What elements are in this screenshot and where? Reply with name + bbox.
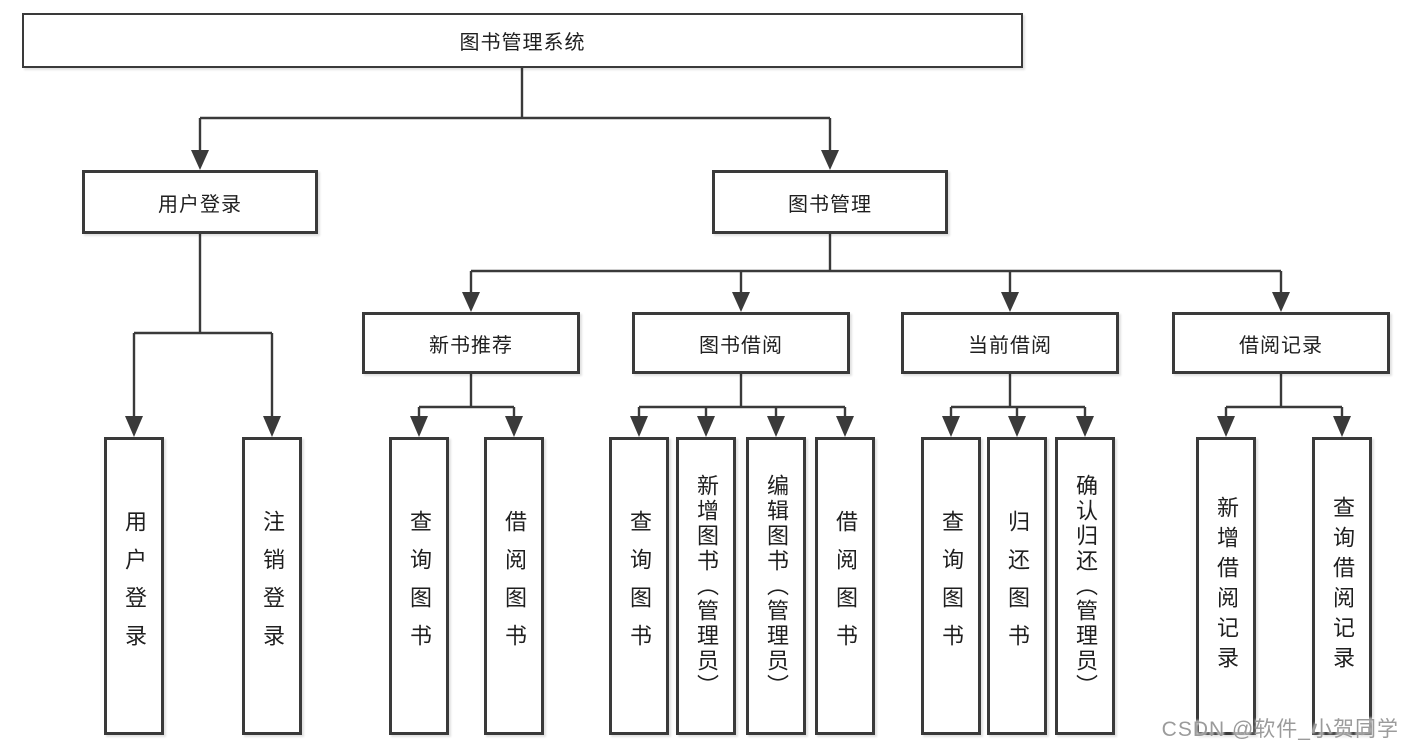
- arrowhead: [505, 416, 523, 437]
- node-label: 编辑图书（管理员）: [764, 473, 789, 699]
- node-label: 查询图书: [627, 510, 652, 662]
- arrowhead: [125, 416, 143, 437]
- arrowhead: [1217, 416, 1235, 437]
- node-library-management-system: 图书管理系统: [22, 13, 1023, 68]
- node-query-books-current: 查询图书: [921, 437, 981, 735]
- arrowhead: [1333, 416, 1351, 437]
- arrowhead: [462, 292, 480, 312]
- node-query-books-borrowing: 查询图书: [609, 437, 669, 735]
- node-add-books-admin: 新增图书（管理员）: [676, 437, 736, 735]
- node-label: 当前借阅: [968, 334, 1052, 357]
- node-label: 查询图书: [407, 510, 432, 662]
- arrowhead: [1076, 416, 1094, 437]
- edge-group: [125, 68, 1351, 437]
- node-label: 借阅图书: [502, 510, 527, 662]
- node-label: 新书推荐: [429, 334, 513, 357]
- node-label: 新增图书（管理员）: [694, 473, 719, 699]
- node-user-login-action: 用户登录: [104, 437, 164, 735]
- arrowhead: [732, 292, 750, 312]
- edge-current-borrow-children: [949, 374, 1087, 420]
- arrowhead: [263, 416, 281, 437]
- arrowhead: [630, 416, 648, 437]
- node-label: 用户登录: [122, 510, 147, 662]
- node-query-books-recommend: 查询图书: [389, 437, 449, 735]
- node-label: 借阅记录: [1239, 334, 1323, 357]
- arrowhead: [410, 416, 428, 437]
- arrowhead: [697, 416, 715, 437]
- node-label: 图书借阅: [699, 334, 783, 357]
- node-borrow-books-recommend: 借阅图书: [484, 437, 544, 735]
- arrowhead: [191, 150, 209, 170]
- node-confirm-return-admin: 确认归还（管理员）: [1055, 437, 1115, 735]
- edge-new-book-children: [417, 374, 516, 420]
- csdn-watermark: CSDN @软件_小贺同学: [1161, 718, 1399, 741]
- node-book-borrowing: 图书借阅: [632, 312, 850, 374]
- node-borrowing-records: 借阅记录: [1172, 312, 1390, 374]
- edge-borrow-records-children: [1224, 374, 1344, 420]
- node-label: 查询借阅记录: [1330, 496, 1355, 676]
- node-add-borrow-record: 新增借阅记录: [1196, 437, 1256, 735]
- node-label: 确认归还（管理员）: [1073, 473, 1098, 699]
- node-label: 图书管理: [788, 193, 872, 216]
- arrowhead: [1008, 416, 1026, 437]
- arrowhead: [836, 416, 854, 437]
- node-label: 查询图书: [939, 510, 964, 662]
- node-label: 新增借阅记录: [1214, 496, 1239, 676]
- node-current-borrowing: 当前借阅: [901, 312, 1119, 374]
- node-borrow-books-borrowing: 借阅图书: [815, 437, 875, 735]
- node-edit-books-admin: 编辑图书（管理员）: [746, 437, 806, 735]
- node-label: 注销登录: [260, 510, 285, 662]
- node-label: 用户登录: [158, 193, 242, 216]
- node-label: 借阅图书: [833, 510, 858, 662]
- arrowhead: [821, 150, 839, 170]
- arrowhead: [767, 416, 785, 437]
- node-new-book-recommendation: 新书推荐: [362, 312, 580, 374]
- node-label: 图书管理系统: [459, 32, 586, 54]
- edge-root-to-level2: [198, 68, 832, 152]
- node-book-management: 图书管理: [712, 170, 948, 234]
- edge-book-management-children: [469, 234, 1283, 296]
- arrowhead: [1272, 292, 1290, 312]
- node-user-login: 用户登录: [82, 170, 318, 234]
- node-query-borrow-record: 查询借阅记录: [1312, 437, 1372, 735]
- node-return-books: 归还图书: [987, 437, 1047, 735]
- edge-book-borrow-children: [637, 374, 847, 420]
- node-label: 归还图书: [1005, 510, 1030, 662]
- edge-user-login-children: [132, 234, 274, 420]
- arrowhead: [942, 416, 960, 437]
- node-logout-action: 注销登录: [242, 437, 302, 735]
- arrowhead: [1001, 292, 1019, 312]
